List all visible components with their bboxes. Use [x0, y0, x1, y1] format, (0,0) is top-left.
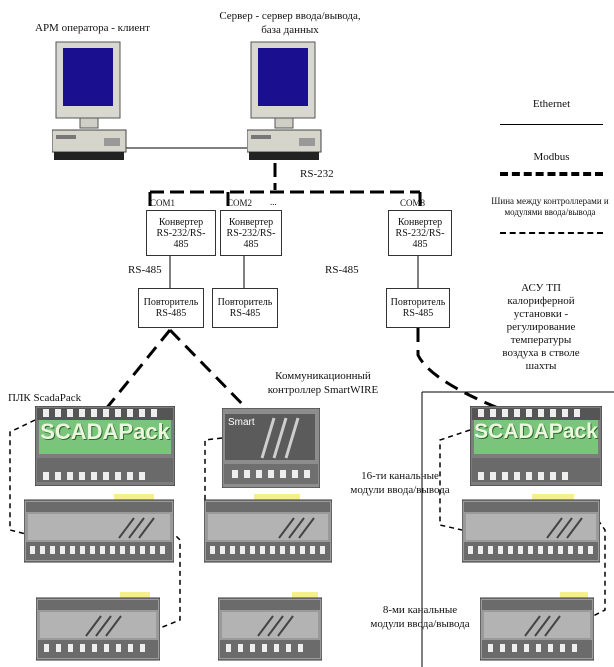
module16-right-icon — [462, 494, 600, 563]
com2-label: COM2 — [227, 198, 253, 208]
smartwire-brand: Smart — [228, 417, 255, 428]
smartwire-controller-icon — [222, 408, 320, 488]
comm-ctrl-label-line2: контроллер SmartWIRE — [267, 384, 379, 396]
asutp-label-line2: калориферной — [507, 295, 575, 307]
converter-2-line3: 485 — [243, 238, 259, 250]
scadapack-left-icon — [35, 406, 175, 486]
com-dots-label: ... — [270, 197, 277, 207]
converter-3-line1: Конвертер — [397, 216, 443, 228]
converter-2-line1: Конвертер — [228, 216, 274, 228]
asutp-label-line1: АСУ ТП — [521, 282, 561, 294]
repeater-2-line1: Повторитель — [217, 297, 273, 308]
plc-label: ПЛК ScadaPack — [8, 392, 82, 404]
legend-ethernet-label: Ethernet — [532, 98, 571, 110]
legend-bus-line — [500, 232, 603, 234]
legend-bus-label-line2: модулями ввода/вывода — [504, 207, 596, 217]
converter-1: Конвертер RS-232/RS- 485 — [146, 210, 216, 256]
repeater-2-line2: RS-485 — [229, 308, 261, 319]
mod16-label-line1: 16-ти канальные — [361, 470, 439, 482]
modbus-mid — [168, 328, 252, 414]
client-label: АРМ оператора - клиент — [35, 22, 150, 34]
rs485-left-label: RS-485 — [128, 264, 162, 276]
scadapack-right-icon — [470, 406, 602, 486]
scadapack-right-brand: SCADAPack — [474, 420, 598, 443]
modbus-left — [103, 329, 172, 411]
converter-2-line2: RS-232/RS- — [226, 227, 276, 239]
module8-mid-icon — [218, 592, 322, 661]
right-frame — [421, 391, 614, 667]
repeater-3-line2: RS-485 — [402, 308, 434, 319]
server-label-line1: Сервер - сервер ввода/вывода, — [219, 10, 361, 22]
module16-mid-icon — [204, 494, 332, 563]
asutp-label-line7: шахты — [525, 360, 557, 372]
server-computer-icon — [247, 41, 322, 160]
repeater-2: Повторитель RS-485 — [212, 288, 278, 328]
mod8-label-line1: 8-ми канальные — [382, 604, 458, 616]
com1-label: COM1 — [150, 198, 176, 208]
converter-2: Конвертер RS-232/RS- 485 — [220, 210, 282, 256]
mod8-label-line2: модули ввода/вывода — [370, 618, 470, 630]
comm-ctrl-label-line1: Коммуникационный — [275, 370, 371, 382]
asutp-label-line4: регулирование — [506, 321, 576, 333]
module8-right-icon — [480, 592, 594, 661]
bus-right — [439, 429, 606, 621]
rs485-mid-label: RS-485 — [325, 264, 359, 276]
com8-label: COM8 — [400, 198, 426, 208]
asutp-label-line3: установки - — [513, 308, 569, 320]
server-label-line2: база данных — [261, 24, 319, 36]
rs232-bus — [148, 163, 422, 218]
repeater-1: Повторитель RS-485 — [138, 288, 204, 328]
repeater-1-line1: Повторитель — [143, 297, 199, 308]
converter-3-line3: 485 — [412, 238, 428, 250]
module16-left-icon — [24, 494, 174, 563]
rs232-label: RS-232 — [300, 168, 334, 180]
repeater-3: Повторитель RS-485 — [386, 288, 450, 328]
client-computer-icon — [52, 41, 127, 160]
converter-3-line2: RS-232/RS- — [395, 227, 445, 239]
converter-1-line1: Конвертер — [158, 216, 204, 228]
legend-ethernet-line — [500, 124, 603, 125]
mod16-label-line2: модули ввода/вывода — [350, 484, 450, 496]
repeater-3-line1: Повторитель — [390, 297, 446, 308]
modbus-right — [416, 328, 499, 410]
bus-left — [9, 419, 181, 629]
asutp-label-line5: температуры — [510, 334, 572, 346]
asutp-label-line6: воздуха в стволе — [502, 347, 580, 359]
legend-bus-label-line1: Шина между контроллерами и — [491, 196, 609, 206]
converter-1-line3: 485 — [173, 238, 189, 250]
scadapack-left-brand: SCADAPack — [40, 419, 170, 444]
converter-3: Конвертер RS-232/RS- 485 — [388, 210, 452, 256]
repeater-1-line2: RS-485 — [155, 308, 187, 319]
converter-1-line2: RS-232/RS- — [156, 227, 206, 239]
legend-modbus-label: Modbus — [533, 151, 570, 163]
module8-left-icon — [36, 592, 160, 661]
legend-modbus-line — [500, 172, 603, 176]
